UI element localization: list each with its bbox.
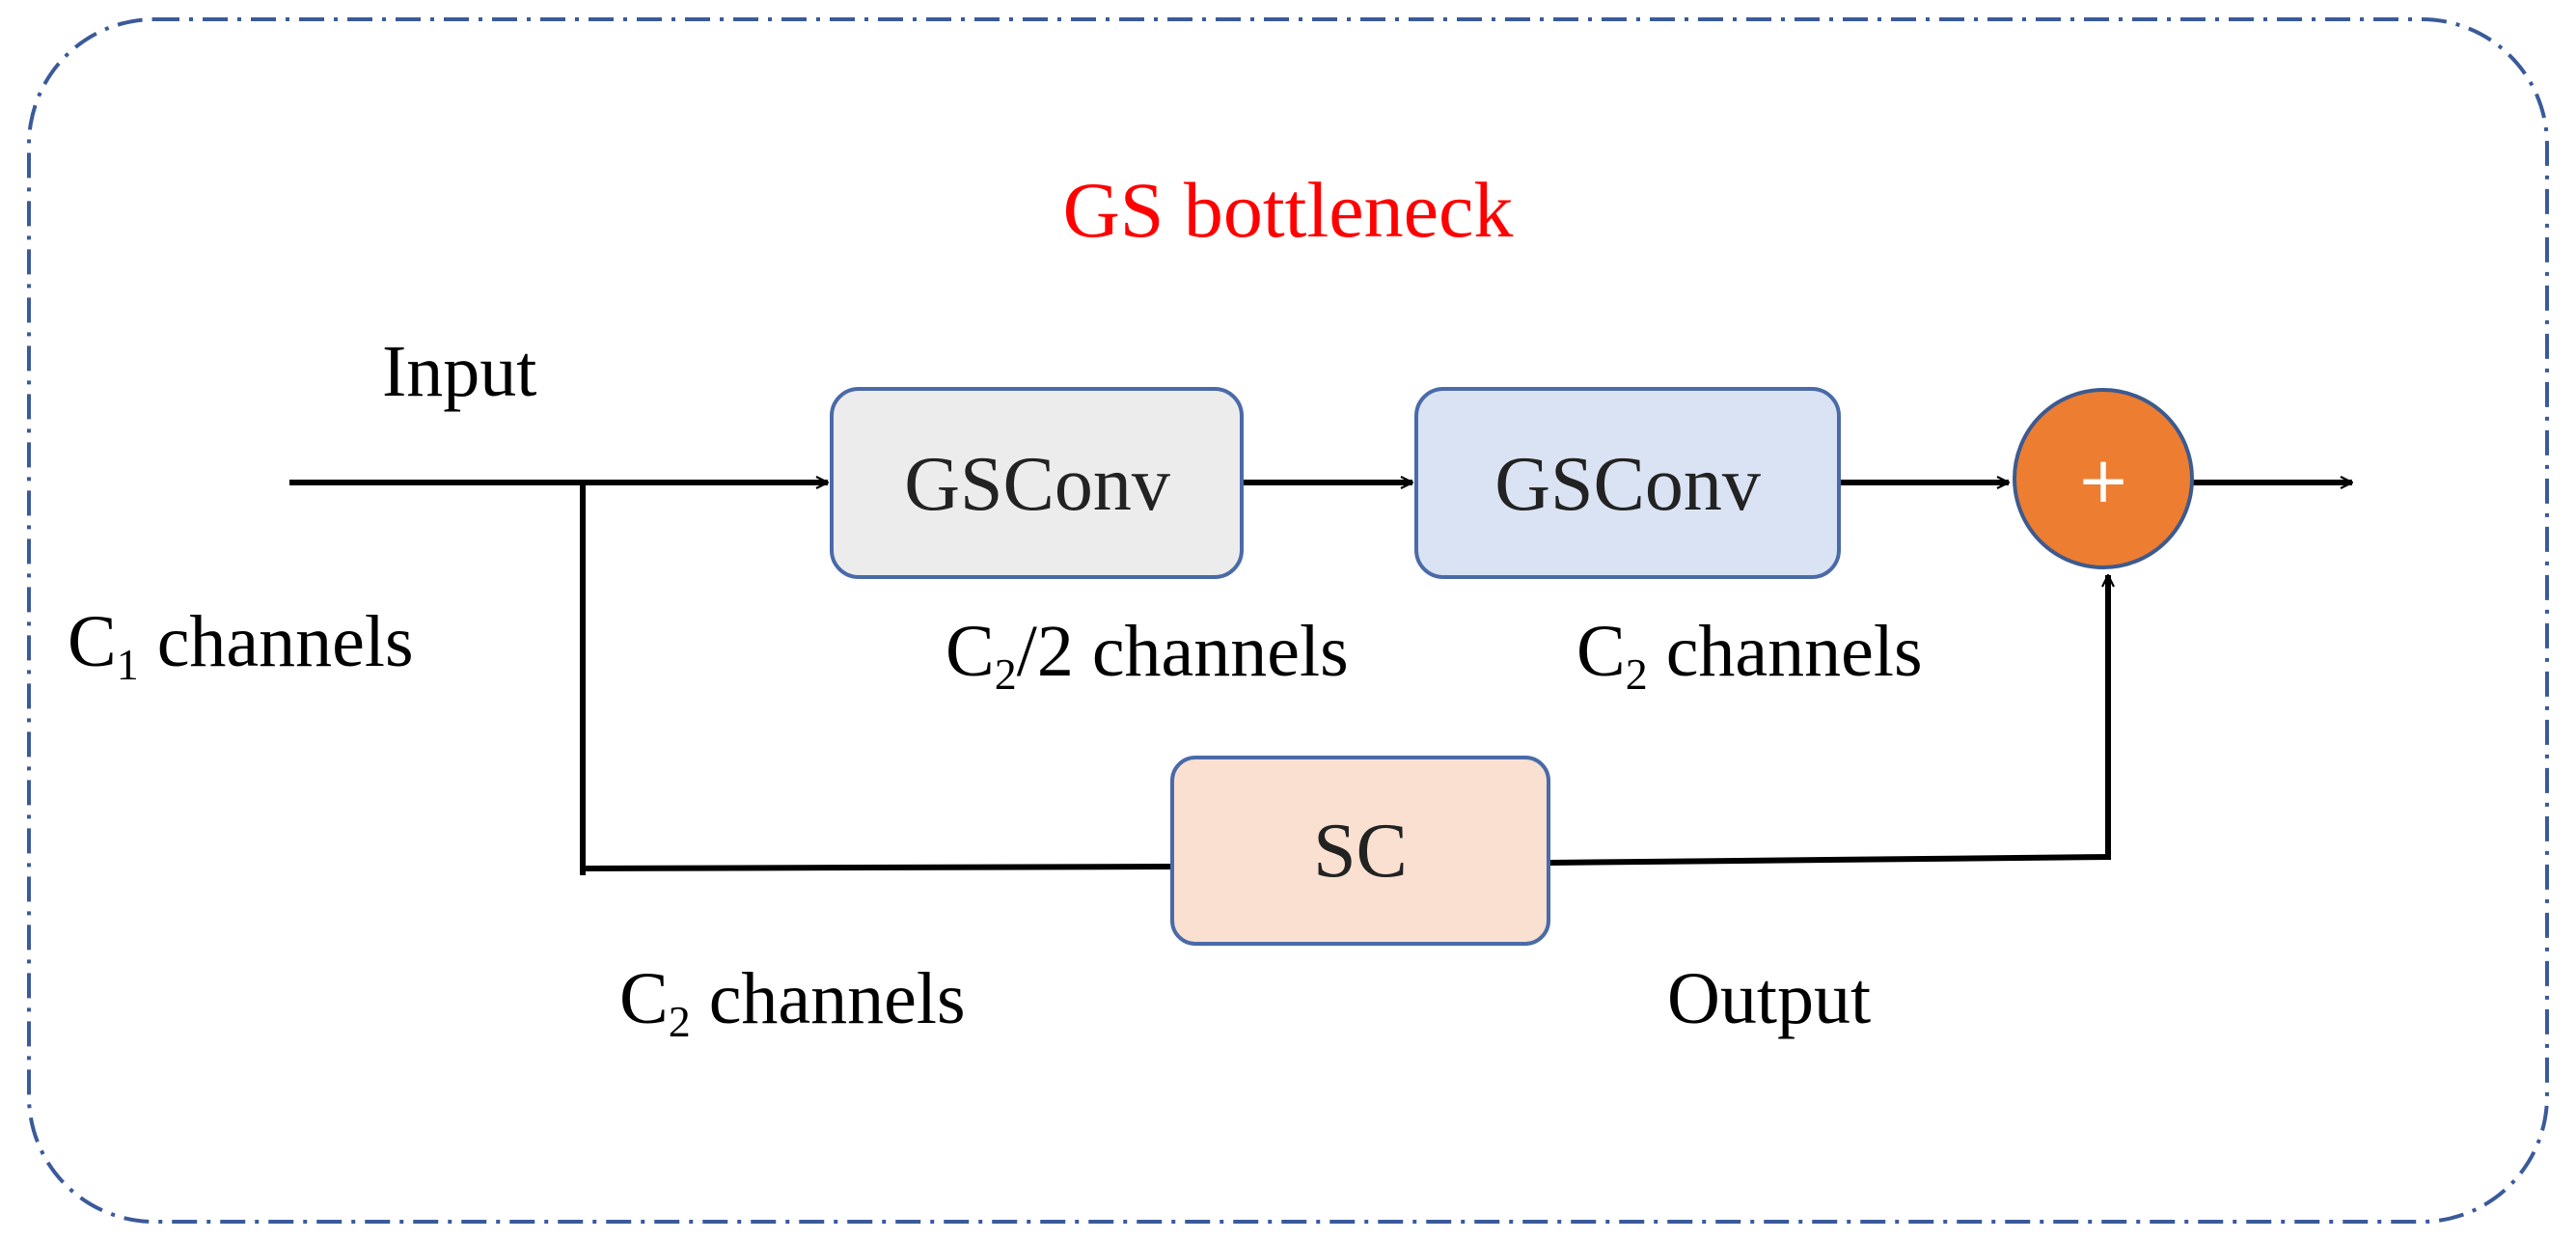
c1-subscript: 1 (117, 640, 139, 689)
sc-label: SC (1313, 809, 1408, 894)
diagram-title: GS bottleneck (1063, 166, 1514, 254)
c1-base: C (68, 601, 117, 682)
c2-bottom-base: C (619, 958, 669, 1039)
c2-half-subscript: 2 (995, 649, 1017, 699)
c2-bottom-channels-label: C2 channels (619, 958, 966, 1046)
c2-bottom-rest: channels (691, 958, 966, 1039)
c2-half-base: C (945, 611, 995, 692)
skip-to-sc-line (579, 864, 1172, 871)
connectors (289, 483, 2352, 875)
c1-rest: channels (139, 601, 414, 682)
input-label: Input (382, 331, 536, 412)
c2-top-base: C (1576, 611, 1626, 692)
sc-block: SC (1170, 756, 1550, 946)
gsconv-block-2: GSConv (1414, 387, 1841, 579)
gsconv-1-label: GSConv (904, 442, 1170, 527)
outer-frame (27, 17, 2549, 1224)
output-label: Output (1667, 958, 1871, 1039)
c1-channels-label: C1 channels (68, 601, 414, 689)
c2-top-rest: channels (1648, 611, 1923, 692)
c2-top-subscript: 2 (1626, 649, 1648, 699)
c2-top-channels-label: C2 channels (1576, 611, 1923, 699)
gsconv-block-1: GSConv (830, 387, 1244, 579)
c2-half-channels-label: C2/2 channels (945, 611, 1349, 699)
add-node: + (2013, 388, 2194, 569)
c2-bottom-subscript: 2 (669, 997, 691, 1046)
c2-half-rest: /2 channels (1017, 611, 1349, 692)
sc-to-right-line (1548, 854, 2112, 866)
gsconv-2-label: GSConv (1494, 442, 1761, 527)
plus-icon: + (2076, 443, 2129, 517)
